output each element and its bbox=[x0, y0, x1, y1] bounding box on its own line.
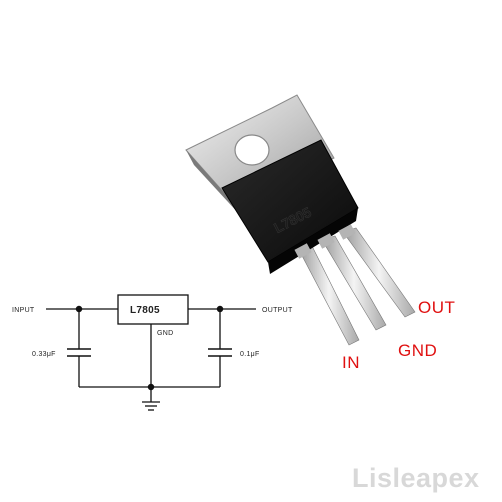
component-legs bbox=[298, 227, 416, 346]
input-cap-label: 0.33μF bbox=[32, 351, 56, 358]
schematic bbox=[46, 294, 256, 411]
to220-component: L7805 bbox=[185, 94, 416, 346]
regulator-box bbox=[117, 294, 189, 325]
output-cap-label: 0.1μF bbox=[240, 351, 260, 358]
brand-watermark: Lisleapex bbox=[352, 463, 480, 493]
gnd-label: GND bbox=[157, 330, 173, 337]
mounting-hole bbox=[234, 134, 270, 166]
pin-label-in: IN bbox=[342, 353, 360, 372]
pin-label-gnd: GND bbox=[398, 341, 437, 360]
input-label: INPUT bbox=[12, 307, 35, 314]
regulator-label: L7805 bbox=[130, 305, 160, 316]
ground-symbol-icon bbox=[142, 401, 160, 411]
heatsink-tab bbox=[185, 94, 335, 215]
pin-label-out: OUT bbox=[418, 298, 455, 317]
leg-gnd bbox=[321, 235, 387, 331]
leg-in bbox=[298, 245, 360, 346]
output-label: OUTPUT bbox=[262, 307, 293, 314]
ground-node bbox=[147, 383, 155, 391]
